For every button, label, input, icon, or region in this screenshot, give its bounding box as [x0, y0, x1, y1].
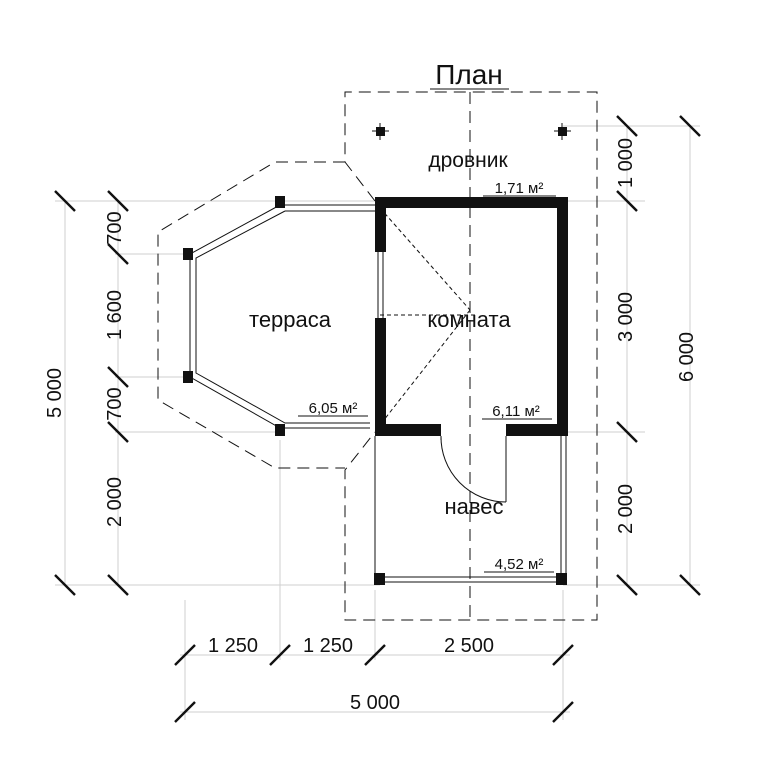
- ridge-lines: [379, 207, 475, 426]
- room-walls: [375, 197, 568, 436]
- room-name-woodshed: дровник: [428, 149, 508, 172]
- canopy-frame: [374, 436, 567, 585]
- dim-left-3: 700: [104, 387, 126, 420]
- area-room: 6,11 м²: [492, 403, 540, 420]
- dim-right-3: 2 000: [615, 484, 637, 534]
- room-name-room: комната: [427, 307, 511, 332]
- room-name-terrace: терраса: [249, 307, 332, 332]
- dim-right-total: 6 000: [676, 332, 698, 382]
- dim-left-2: 1 600: [104, 290, 126, 340]
- dim-bottom-2: 1 250: [303, 635, 353, 657]
- dim-left-1: 700: [104, 211, 126, 244]
- area-canopy: 4,52 м²: [495, 556, 544, 573]
- terrace-frame: [183, 196, 375, 436]
- door-swing: [440, 435, 507, 503]
- woodshed-posts: [372, 123, 571, 140]
- room-name-canopy: навес: [444, 494, 503, 519]
- plan-title: План: [435, 59, 503, 90]
- dim-bottom-3: 2 500: [444, 635, 494, 657]
- dim-right-1: 1 000: [615, 138, 637, 188]
- area-terrace: 6,05 м²: [309, 400, 358, 417]
- dim-left-total: 5 000: [44, 368, 66, 418]
- dimension-ticks: [54, 115, 701, 723]
- roof-outline: [157, 91, 598, 621]
- dim-right-2: 3 000: [615, 292, 637, 342]
- dim-bottom-total: 5 000: [350, 692, 400, 714]
- dim-bottom-1: 1 250: [208, 635, 258, 657]
- area-woodshed: 1,71 м²: [495, 180, 544, 197]
- dim-left-4: 2 000: [104, 477, 126, 527]
